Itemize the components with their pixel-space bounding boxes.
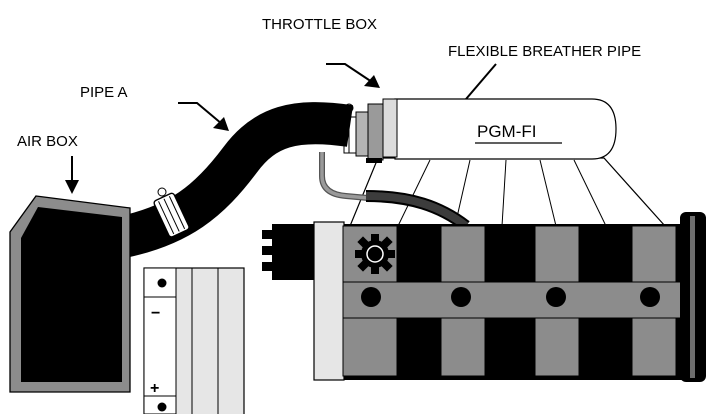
engine-left-housing	[272, 224, 314, 280]
injector-3	[546, 287, 566, 307]
fuel-rail	[342, 281, 684, 319]
battery: − +	[143, 267, 245, 414]
engine-block	[262, 212, 706, 382]
pipe-a-label: PIPE A	[80, 84, 128, 101]
battery-negative-terminal	[157, 278, 167, 288]
injector-4	[640, 287, 660, 307]
pipe-a-pointer	[178, 102, 229, 131]
air-box-pointer	[65, 156, 79, 194]
battery-positive-terminal	[157, 402, 167, 412]
air-box-label: AIR BOX	[17, 133, 78, 150]
air-box	[9, 195, 131, 393]
pgm-fi-label: PGM-FI	[477, 122, 537, 141]
battery-positive-symbol: +	[150, 380, 159, 397]
battery-negative-symbol: −	[151, 305, 160, 322]
flexible-breather-pipe-label: FLEXIBLE BREATHER PIPE	[448, 43, 641, 60]
injector-2	[451, 287, 471, 307]
throttle-box-pointer	[326, 63, 380, 88]
engine-front-cover	[313, 221, 345, 381]
injector-1	[361, 287, 381, 307]
throttle-box-label: THROTTLE BOX	[262, 16, 377, 33]
pipe-a-hose-clamp	[153, 192, 190, 238]
pgm-fi-plenum: PGM-FI	[394, 98, 617, 160]
oil-filler-cap	[355, 234, 395, 274]
